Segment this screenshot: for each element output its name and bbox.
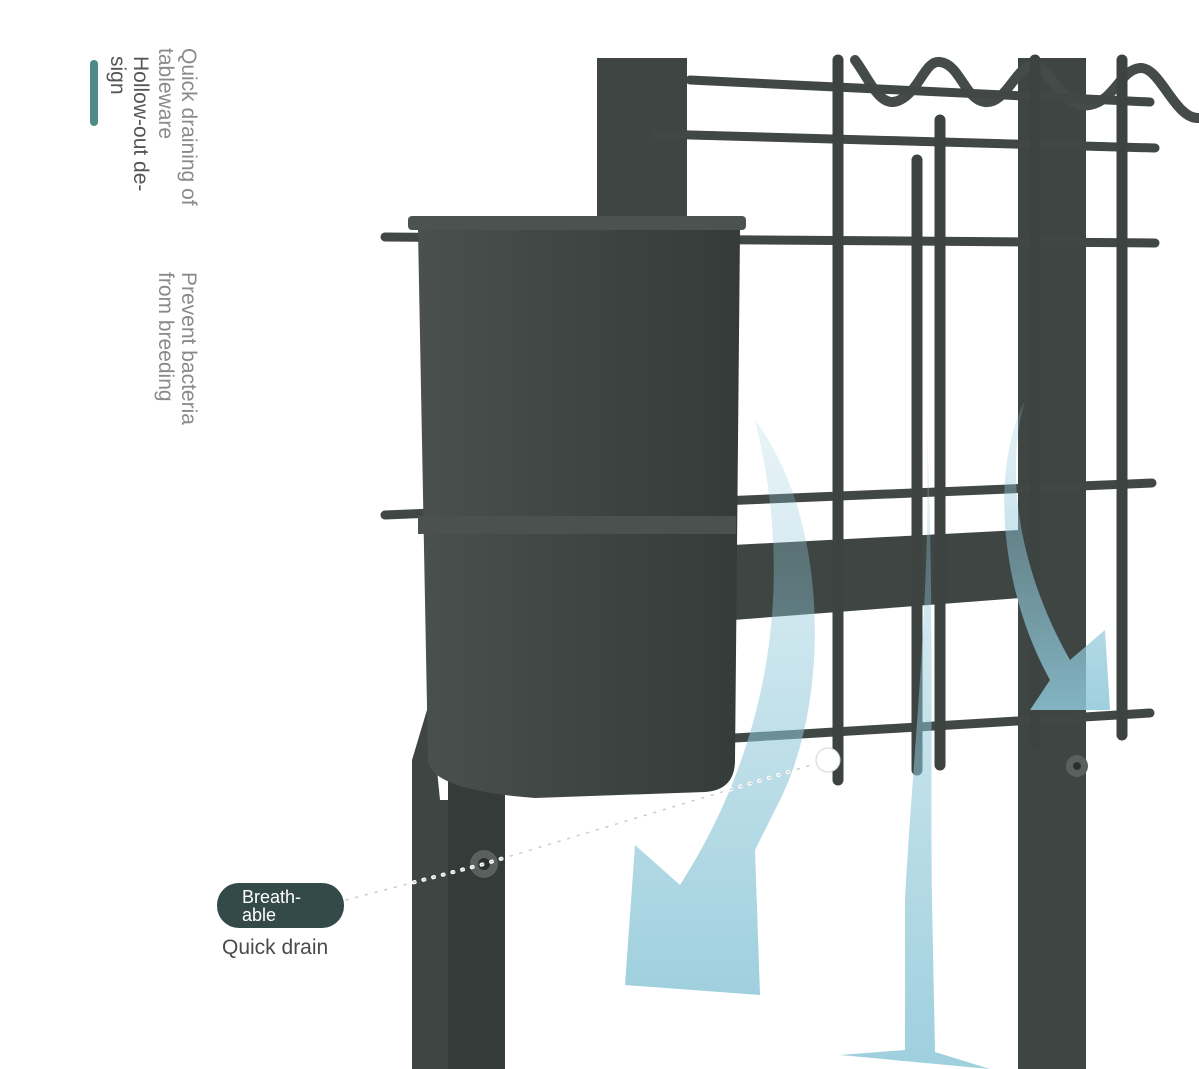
feature-text-hollow: Hollow-out de-sign: [106, 56, 152, 192]
feature-text-draining: Quick draining of tableware: [154, 48, 200, 206]
accent-bar: [90, 60, 98, 126]
feature-text-bacteria: Prevent bacteria from breeding: [154, 272, 200, 425]
screw-icon: [470, 755, 1088, 878]
cup-holder: [408, 216, 746, 798]
airflow-arrows: [625, 400, 1110, 1069]
callout-leader: [344, 747, 841, 902]
quick-drain-caption: Quick drain: [222, 936, 329, 959]
breathable-badge: Breath- able: [217, 883, 344, 928]
